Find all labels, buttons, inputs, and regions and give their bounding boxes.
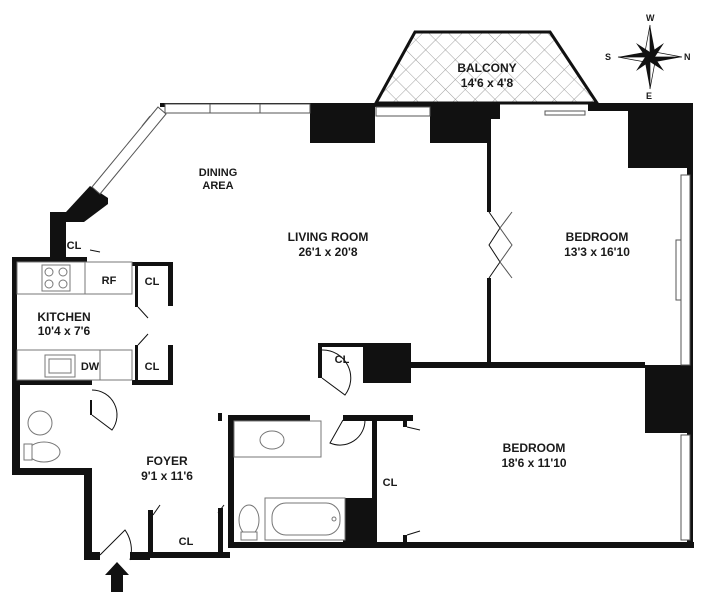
dining-line2: AREA <box>202 180 233 192</box>
room-labels: BALCONY 14'6 x 4'8 DINING AREA LIVING RO… <box>37 61 630 483</box>
wall-pillar-1 <box>310 103 375 143</box>
compass-w: W <box>646 13 655 23</box>
wall-pillar-4 <box>645 365 693 433</box>
wall-pillar-3 <box>628 103 693 168</box>
bedroom2-name: BEDROOM <box>503 441 566 455</box>
foyer-name: FOYER <box>146 454 188 468</box>
compass-rose: W S N E <box>605 13 691 101</box>
interior-walls <box>132 117 645 555</box>
kitchen-size: 10'4 x 7'6 <box>38 324 91 338</box>
living-closet-label: CL <box>67 240 82 252</box>
wall-pillar-5 <box>363 343 411 383</box>
wall-pillar-2 <box>430 103 490 143</box>
bedroom2-closet-label: CL <box>383 477 398 489</box>
windows <box>91 103 691 541</box>
bedroom1-size: 13'3 x 16'10 <box>564 245 630 259</box>
center-closet-label: CL <box>335 354 350 366</box>
doors <box>89 211 513 561</box>
kitchen-closet-bottom-label: CL <box>145 361 160 373</box>
fixtures <box>16 261 346 541</box>
balcony-size: 14'6 x 4'8 <box>461 76 514 90</box>
compass-s: S <box>605 52 611 62</box>
toilet-icon-2 <box>238 504 260 536</box>
kitchen-closet-top-label: CL <box>145 276 160 288</box>
foyer-size: 9'1 x 11'6 <box>141 469 193 483</box>
living-room-name: LIVING ROOM <box>288 230 369 244</box>
closet-labels: CL CL CL CL CL CL RF DW <box>67 240 398 548</box>
refrigerator-label: RF <box>102 275 117 287</box>
balcony-name: BALCONY <box>457 61 516 75</box>
toilet-icon <box>27 441 61 463</box>
compass-e: E <box>646 91 652 101</box>
bath-sink-icon-2 <box>259 430 285 450</box>
compass-n: N <box>684 52 691 62</box>
kitchen-counter-top <box>16 261 133 295</box>
bath-sink-icon <box>27 410 53 436</box>
kitchen-name: KITCHEN <box>37 310 90 324</box>
bedroom2-size: 18'6 x 11'10 <box>501 456 566 470</box>
dining-line1: DINING <box>199 167 238 179</box>
foyer-closet-label: CL <box>179 536 194 548</box>
bedroom1-name: BEDROOM <box>566 230 629 244</box>
dishwasher-label: DW <box>81 361 100 373</box>
living-room-size: 26'1 x 20'8 <box>298 245 357 259</box>
entry-arrow <box>105 562 129 592</box>
